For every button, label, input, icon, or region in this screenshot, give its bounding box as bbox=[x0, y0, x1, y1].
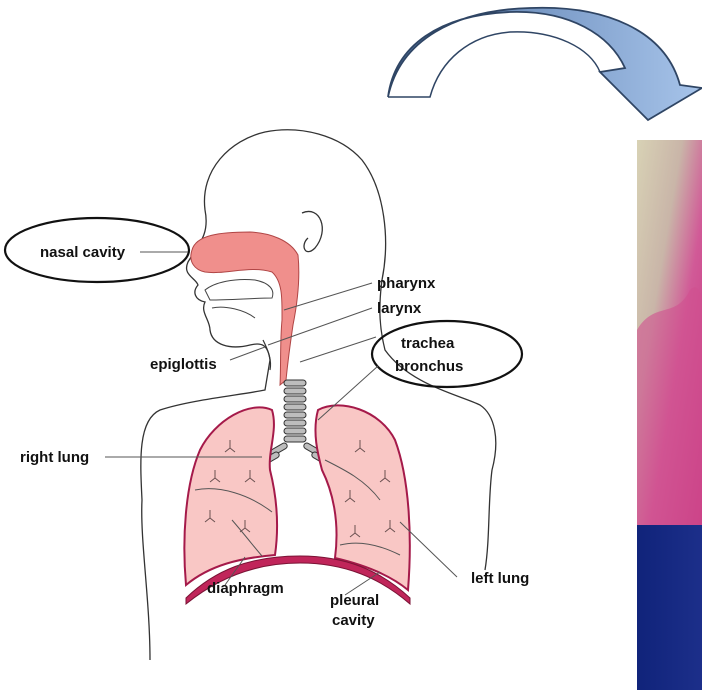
pharynx-label: pharynx bbox=[377, 275, 436, 292]
trachea-bronchus-oval bbox=[372, 321, 522, 387]
bronchus-label: bronchus bbox=[395, 358, 463, 375]
left-lung-label: left lung bbox=[471, 570, 529, 587]
epiglottis-label: epiglottis bbox=[150, 356, 217, 373]
pleural-label: pleural bbox=[330, 592, 379, 609]
right-lung-label: right lung bbox=[20, 449, 89, 466]
curved-arrow-icon bbox=[388, 8, 702, 120]
photo-panel bbox=[637, 140, 702, 690]
right-lung-shape bbox=[184, 407, 277, 585]
diaphragm-label: diaphragm bbox=[207, 580, 284, 597]
cavity-label: cavity bbox=[332, 612, 375, 629]
larynx-label: larynx bbox=[377, 300, 422, 317]
nasal-cavity-label: nasal cavity bbox=[40, 244, 126, 261]
body-outline bbox=[141, 130, 496, 660]
trachea-label: trachea bbox=[401, 335, 455, 352]
